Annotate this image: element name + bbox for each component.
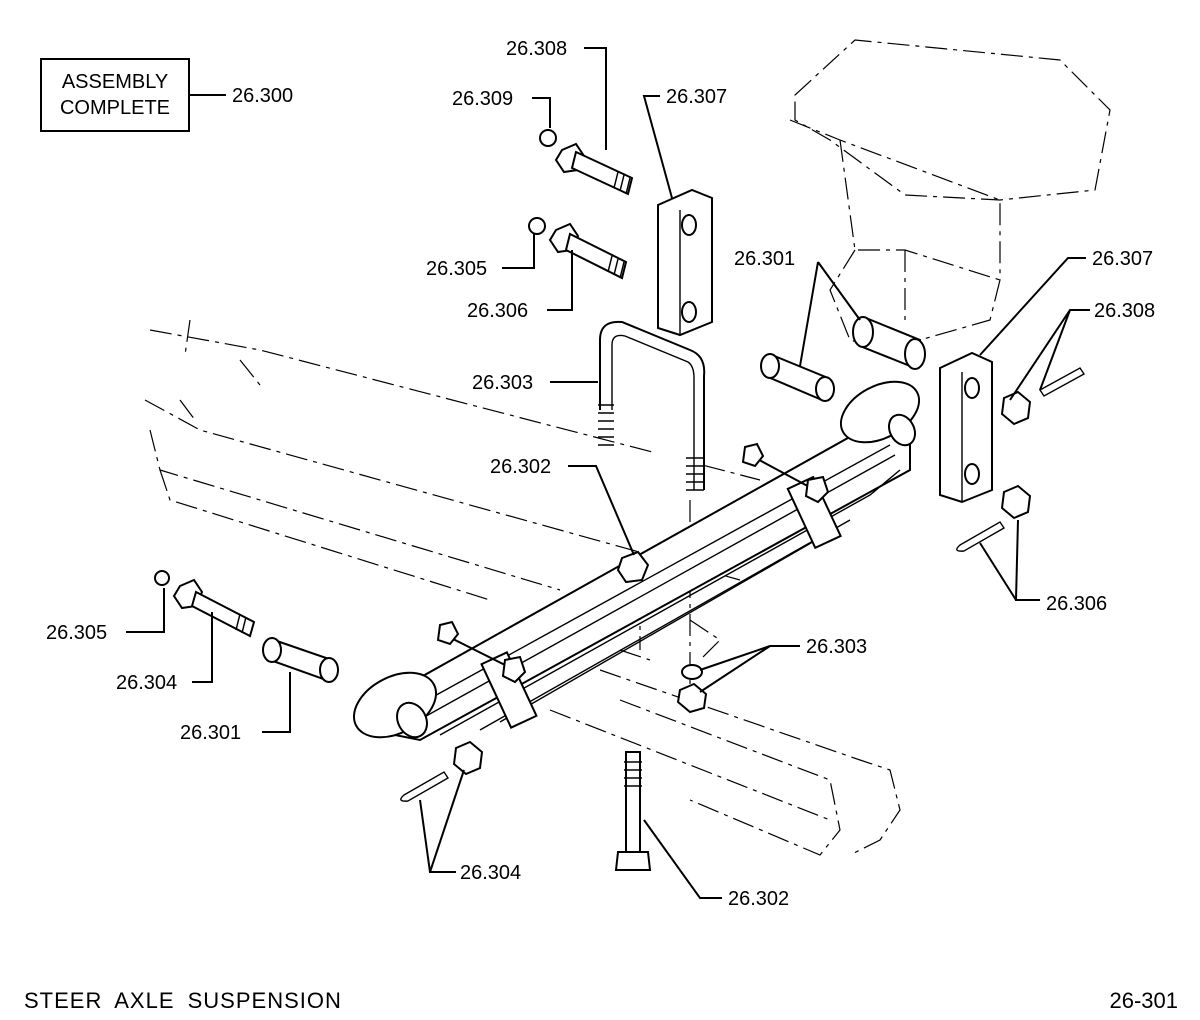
callout-26-301-top: 26.301 — [734, 248, 795, 270]
page-number: 26-301 — [1109, 988, 1178, 1013]
callout-26-309: 26.309 — [452, 88, 513, 110]
leaf-spring-assembly — [352, 380, 921, 742]
callout-26-302-nut: 26.302 — [490, 456, 551, 478]
bushing-left — [262, 637, 339, 683]
assembly-label-line2: COMPLETE — [59, 97, 171, 119]
shackle-pin-upper — [539, 129, 634, 196]
assembly-complete-box: ASSEMBLY COMPLETE — [40, 58, 190, 132]
castle-nut-right-upper — [1000, 390, 1032, 426]
callout-26-303-right: 26.303 — [806, 636, 867, 658]
shackle-pin-left — [154, 570, 256, 638]
callout-26-305-top: 26.305 — [426, 258, 487, 280]
cotter-pin-right-lower — [956, 521, 1005, 552]
callout-26-308-top: 26.308 — [506, 38, 567, 60]
bushing-upper-right — [852, 316, 926, 370]
shackle-pin-lower — [528, 217, 628, 280]
u-bolt — [598, 320, 706, 491]
callout-26-303-ubolt: 26.303 — [472, 372, 533, 394]
callout-26-302-bottom: 26.302 — [728, 888, 789, 910]
callout-26-307-right: 26.307 — [1092, 248, 1153, 270]
callout-assembly-ref: 26.300 — [232, 85, 293, 107]
castle-nut-left — [452, 740, 484, 776]
callout-26-304-left: 26.304 — [116, 672, 177, 694]
callout-26-305-left: 26.305 — [46, 622, 107, 644]
phantom-chassis-outline — [144, 39, 1111, 856]
figure-title: STEER AXLE SUSPENSION — [24, 988, 342, 1013]
shackle-plate-right — [939, 351, 993, 504]
callout-26-308-right: 26.308 — [1094, 300, 1155, 322]
callout-26-304-bottom: 26.304 — [460, 862, 521, 884]
callout-26-307-left: 26.307 — [666, 86, 727, 108]
bushing-middle — [760, 353, 835, 402]
callout-26-306-top: 26.306 — [467, 300, 528, 322]
castle-nut-right-lower — [1000, 484, 1032, 520]
leader-lines — [126, 47, 1090, 899]
callout-26-306-right: 26.306 — [1046, 593, 1107, 615]
center-nut-shape — [616, 550, 650, 584]
u-bolt-lockwasher-nut — [676, 664, 708, 714]
cotter-pin-right-upper — [1038, 367, 1086, 397]
cotter-pin-left — [400, 771, 449, 802]
center-bolt — [614, 751, 652, 871]
callout-26-301-left: 26.301 — [180, 722, 241, 744]
assembly-label-line1: ASSEMBLY — [61, 71, 169, 93]
callout-labels: 26.300 26.308 26.309 26.307 26.305 26.30… — [46, 38, 1155, 910]
shackle-plate-left — [657, 188, 713, 337]
